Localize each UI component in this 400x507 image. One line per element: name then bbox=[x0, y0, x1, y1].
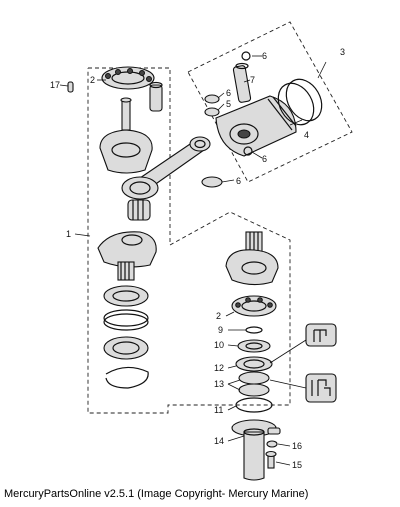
callout-2-upper: 2 bbox=[90, 75, 95, 85]
crankshaft-right[interactable] bbox=[225, 231, 279, 286]
dowel-pin[interactable] bbox=[67, 81, 74, 93]
oil-seals-pair[interactable] bbox=[238, 371, 270, 397]
connecting-rod[interactable] bbox=[121, 136, 211, 200]
piston[interactable] bbox=[215, 95, 297, 157]
callout-5: 5 bbox=[226, 99, 231, 109]
pin-lock-rings[interactable] bbox=[201, 51, 253, 188]
bearing-sleeve[interactable] bbox=[149, 81, 163, 112]
callout-6-lower: 6 bbox=[262, 154, 267, 164]
callout-13: 13 bbox=[214, 379, 224, 389]
screw[interactable] bbox=[265, 450, 277, 469]
crankshaft-group-outline bbox=[87, 67, 291, 414]
crankshaft-upper[interactable] bbox=[99, 97, 153, 174]
upper-main-bearing[interactable] bbox=[101, 66, 155, 90]
copyright-footer: MercuryPartsOnline v2.5.1 (Image Copyrig… bbox=[4, 488, 309, 500]
o-ring-large[interactable] bbox=[235, 397, 273, 413]
callout-7: 7 bbox=[250, 75, 255, 85]
callout-6-top: 6 bbox=[262, 51, 267, 61]
retaining-rings[interactable] bbox=[103, 309, 149, 331]
o-ring-small[interactable] bbox=[245, 326, 263, 334]
seal-detail-top bbox=[305, 323, 337, 347]
lower-bearing[interactable] bbox=[103, 285, 149, 307]
group-outlines bbox=[87, 21, 353, 414]
leader-lines bbox=[59, 55, 327, 466]
washer[interactable] bbox=[266, 440, 278, 448]
callout-4: 4 bbox=[304, 130, 309, 140]
right-bearing[interactable] bbox=[231, 295, 277, 317]
oil-seal[interactable] bbox=[235, 356, 273, 372]
callout-6-rod: 6 bbox=[236, 176, 241, 186]
callout-12: 12 bbox=[214, 363, 224, 373]
callout-9: 9 bbox=[218, 325, 223, 335]
seal-detail-bottom bbox=[305, 373, 337, 403]
callout-3: 3 bbox=[340, 47, 345, 57]
piston-group-outline bbox=[187, 21, 353, 183]
crankshaft-lower[interactable] bbox=[97, 231, 157, 281]
callout-2-lower: 2 bbox=[216, 311, 221, 321]
end-cap-housing[interactable] bbox=[231, 419, 281, 481]
callout-11: 11 bbox=[214, 405, 223, 415]
snap-ring[interactable] bbox=[105, 366, 149, 389]
callout-16: 16 bbox=[292, 441, 302, 451]
piston-rings[interactable] bbox=[271, 73, 329, 131]
callout-1: 1 bbox=[66, 229, 71, 239]
lower-seal[interactable] bbox=[103, 336, 149, 360]
callout-15: 15 bbox=[292, 460, 302, 470]
callout-14: 14 bbox=[214, 436, 224, 446]
callout-6-mid: 6 bbox=[226, 88, 231, 98]
exploded-parts-diagram: 2 17 1 3 6 7 6 5 4 6 6 2 9 10 12 13 11 1… bbox=[50, 21, 353, 481]
seal-carrier[interactable] bbox=[237, 339, 271, 353]
callout-10: 10 bbox=[214, 340, 224, 350]
callout-labels: 2 17 1 3 6 7 6 5 4 6 6 2 9 10 12 13 11 1… bbox=[50, 47, 345, 470]
wrist-pin[interactable] bbox=[232, 62, 252, 103]
callout-17: 17 bbox=[50, 80, 60, 90]
needle-bearing[interactable] bbox=[127, 199, 151, 221]
